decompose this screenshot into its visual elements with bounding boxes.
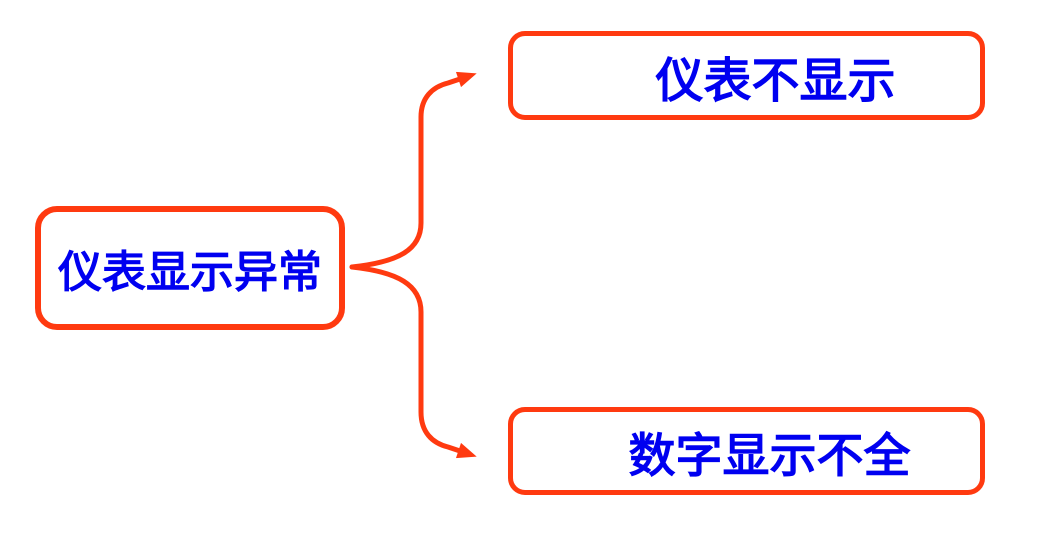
arrow-to-bottom-node: [349, 264, 477, 459]
arrow-to-top-node: [349, 71, 477, 270]
node-child-bottom: 数字显示不全: [508, 407, 985, 495]
node-child-bottom-label: 数字显示不全: [628, 430, 911, 483]
node-child-top: 仪表不显示: [508, 31, 985, 120]
node-child-top-label: 仪表不显示: [655, 54, 896, 108]
node-root: 仪表显示异常: [35, 206, 345, 330]
node-root-label: 仪表显示异常: [58, 248, 322, 297]
